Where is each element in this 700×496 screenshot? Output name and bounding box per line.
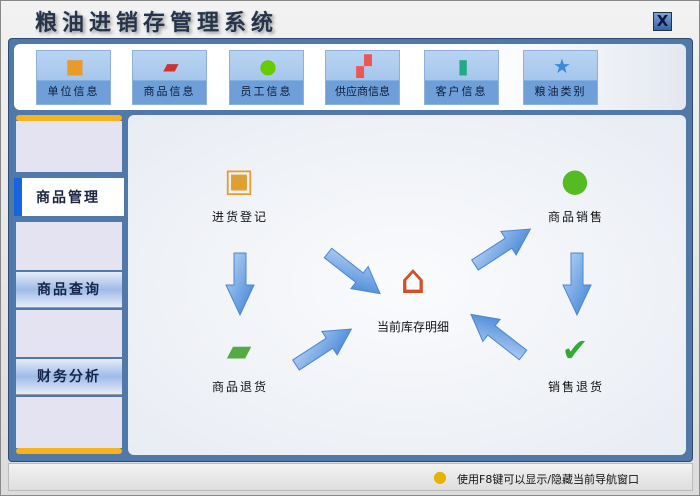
toolbar: ■ 单位信息 ▰ 商品信息 ● 员工信息 ▞ 供应商信息 ▮ 客户信息 ★ 粮油类别 [14, 44, 686, 110]
flow-label: 进货登记 [211, 210, 268, 224]
toolbar-button-customer-info[interactable]: ▮ 客户信息 [424, 50, 499, 105]
toolbar-button-product-info[interactable]: ▰ 商品信息 [132, 50, 207, 105]
bar-chart-icon: ▮ [457, 54, 469, 78]
flow-sales-return[interactable]: ✔ 销售退货 [526, 330, 626, 395]
person-check-icon: ✔ [561, 331, 591, 369]
status-text: 使用F8键可以显示/隐藏当前导航窗口 [457, 473, 640, 486]
toolbar-button-grain-category[interactable]: ★ 粮油类别 [523, 50, 598, 105]
flow-label: 商品销售 [547, 210, 604, 224]
flow-product-sales[interactable]: ● 商品销售 [526, 160, 626, 225]
arrow-salesreturn-to-inventory [470, 313, 528, 361]
sidebar-item-product-management[interactable]: 商品管理 [14, 178, 124, 216]
sidebar-item-product-query[interactable]: 商品查询 [16, 272, 122, 308]
toolbar-button-supplier-info[interactable]: ▞ 供应商信息 [325, 50, 400, 105]
sidebar-panel [16, 121, 122, 172]
arrow-purchase-to-inventory [323, 247, 381, 295]
toolbar-button-employee-info[interactable]: ● 员工信息 [229, 50, 304, 105]
chart-icon: ▞ [356, 54, 372, 78]
house-icon: ⌂ [400, 257, 426, 303]
flow-arrows [225, 228, 592, 371]
toolbar-label: 供应商信息 [335, 85, 390, 98]
user-icon: ● [433, 467, 447, 486]
flow-purchase-entry[interactable]: ▣ 进货登记 [190, 160, 290, 225]
toolbar-button-unit-info[interactable]: ■ 单位信息 [36, 50, 111, 105]
flow-product-return[interactable]: ▰ 商品退货 [190, 330, 290, 395]
toolbar-label: 客户信息 [435, 85, 488, 98]
arrow-inventory-to-sales [471, 228, 532, 271]
flow-label: 销售退货 [547, 380, 604, 394]
arrow-down-right [562, 252, 592, 317]
flow-current-inventory[interactable]: ⌂ 当前库存明细 [358, 250, 468, 335]
toolbar-label: 员工信息 [240, 85, 293, 98]
status-bar: ● 使用F8键可以显示/隐藏当前导航窗口 [8, 463, 693, 491]
toolbar-label: 粮油类别 [534, 85, 587, 98]
sidebar-item-financial-analysis[interactable]: 财务分析 [16, 359, 122, 395]
star-icon: ★ [553, 54, 571, 78]
sidebar-top-bar [16, 115, 122, 121]
books-icon: ▰ [226, 331, 254, 369]
flow-label: 商品退货 [211, 380, 268, 394]
close-button[interactable]: X [653, 12, 672, 31]
arrow-return-to-inventory [292, 328, 353, 371]
app-title: 粮油进销存管理系统 [35, 11, 279, 36]
arrow-down-left [225, 252, 255, 317]
sidebar-panel [16, 310, 122, 357]
toolbar-label: 商品信息 [143, 85, 196, 98]
building-icon: ■ [65, 54, 85, 78]
sidebar-panel [16, 222, 122, 270]
flow-label: 当前库存明细 [376, 320, 449, 334]
workflow-panel: ▣ 进货登记 ▰ 商品退货 ⌂ 当前库存明细 ● 商品销售 ✔ 销售退货 [128, 115, 686, 455]
person-icon: ● [259, 54, 277, 78]
toolbar-label: 单位信息 [47, 85, 100, 98]
sidebar-bottom-bar [16, 448, 122, 454]
box-icon: ▣ [223, 161, 257, 199]
book-icon: ▰ [163, 54, 179, 78]
sidebar-panel [16, 397, 122, 448]
person-bag-icon: ● [561, 161, 591, 199]
